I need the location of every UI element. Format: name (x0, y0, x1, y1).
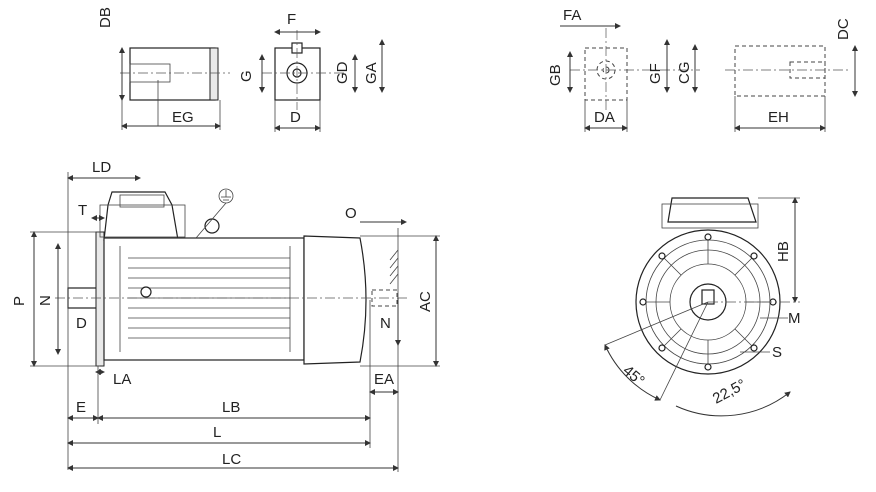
main-dimensions: LD T P N D LA E LB L LC EA (11, 159, 440, 472)
label-HB: HB (775, 241, 792, 262)
label-F: F (287, 11, 296, 28)
shaft-side-view: DB EG (97, 7, 230, 130)
motor-front-view: HB M S 45° 22,5° (604, 197, 801, 417)
label-N-left: N (37, 295, 54, 306)
terminal-box-front (667, 197, 757, 223)
label-LB: LB (222, 399, 240, 416)
cooling-fins (119, 246, 291, 352)
label-GF: GF (647, 63, 664, 84)
label-N-right: N (380, 315, 391, 332)
motor-side-view (55, 188, 410, 367)
label-DB: DB (97, 7, 114, 28)
label-EH: EH (768, 109, 789, 126)
label-M: M (788, 310, 801, 327)
label-angle-45: 45° (619, 362, 647, 390)
label-CG: CG (676, 62, 693, 85)
label-LC: LC (222, 451, 241, 468)
label-D-top: D (290, 109, 301, 126)
lifting-eye (204, 218, 220, 234)
label-O: O (345, 205, 357, 222)
label-D-left: D (76, 315, 87, 332)
fan-cowl (303, 235, 367, 365)
label-GB: GB (547, 64, 564, 86)
label-LA: LA (113, 371, 131, 388)
label-L: L (213, 424, 221, 441)
label-LD: LD (92, 159, 111, 176)
label-DA: DA (594, 109, 615, 126)
label-GA: GA (363, 62, 380, 84)
flange (95, 231, 105, 367)
label-G: G (238, 70, 255, 82)
label-P: P (11, 296, 28, 306)
bolt-holes (639, 233, 777, 371)
label-angle-22-5: 22,5° (710, 376, 749, 408)
motor-housing (103, 237, 305, 361)
label-DC: DC (835, 18, 852, 40)
label-GD: GD (334, 61, 351, 84)
shaft-end-view: F G GD GA D (238, 11, 385, 132)
label-E: E (76, 399, 86, 416)
earth-icon (195, 188, 234, 239)
label-S: S (772, 344, 782, 361)
label-AC: AC (417, 291, 434, 312)
second-shaft-side-view: DC EH (725, 18, 858, 132)
terminal-box (103, 191, 179, 241)
second-shaft-end-view: FA GB GF CG DA (547, 7, 700, 132)
label-FA: FA (563, 7, 581, 24)
label-T: T (78, 202, 87, 219)
label-EA: EA (374, 371, 394, 388)
label-EG: EG (172, 109, 194, 126)
